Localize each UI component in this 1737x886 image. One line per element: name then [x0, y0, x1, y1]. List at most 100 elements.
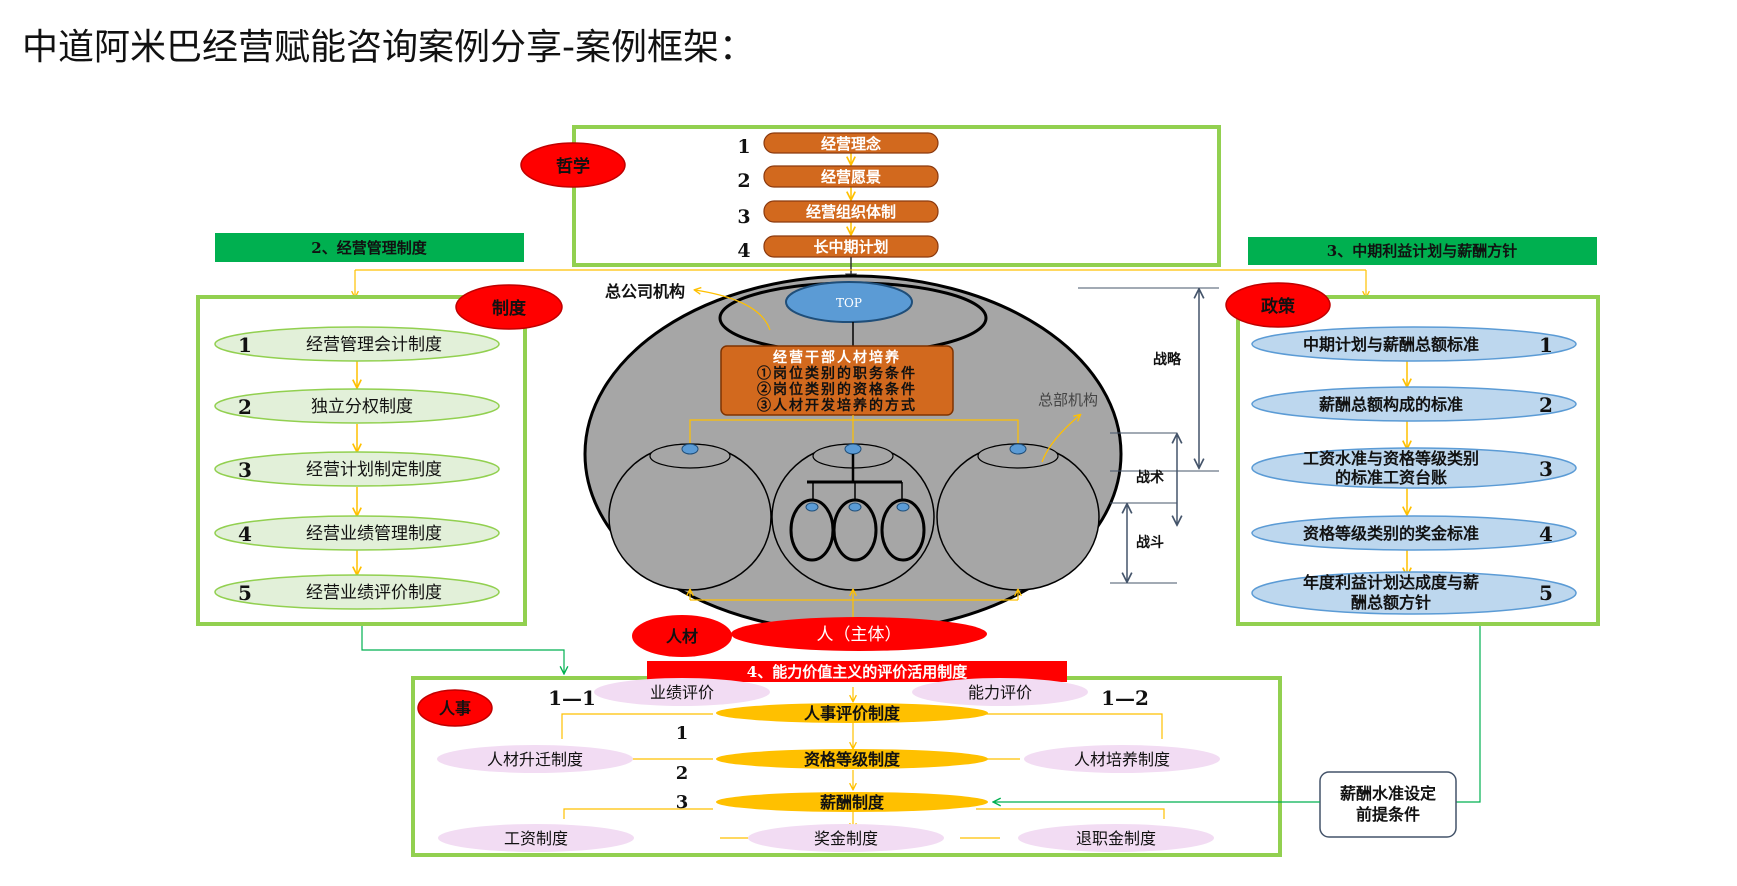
hq-label: 总公司机构: [605, 282, 685, 301]
philosophy-tag-label: 哲学: [556, 156, 590, 177]
division-center: [771, 443, 935, 591]
philosophy-item: 4 长中期计划: [737, 235, 939, 262]
training-line: 经营干部人材培养: [773, 349, 901, 366]
hr-center-num: 1: [676, 723, 689, 744]
org-section: TOP 总公司机构 经营干部人材培养 ①岗位类别的职务条件 ②岗位类别的资格条件…: [583, 274, 1123, 657]
hr-center-num: 2: [676, 763, 689, 784]
levels-bracket: 战略 战术 战斗: [1078, 287, 1219, 584]
system-to-hr-connector: [361, 626, 564, 673]
philosophy-item-num: 3: [737, 206, 750, 228]
system-item-label: 经营业绩评价制度: [306, 583, 442, 603]
system-item-label: 独立分权制度: [311, 397, 413, 417]
division-right: [936, 443, 1100, 591]
hq-label-pointer: [695, 290, 771, 331]
policy-to-note-connector: [1456, 626, 1481, 803]
promo-node: [437, 745, 633, 773]
policy-item-label: 资格等级类别的奖金标准: [1303, 524, 1479, 543]
hr-section: 4、能力价值主义的评价活用制度 人事 1—1 1—2 业绩评价 能力评价 人事评…: [411, 661, 1457, 857]
training-line: ②岗位类别的资格条件: [757, 381, 917, 398]
philosophy-item-label: 经营理念: [821, 135, 881, 153]
system-item-num: 4: [238, 522, 252, 546]
training-box: [720, 345, 954, 416]
philosophy-item-label: 经营组织体制: [806, 203, 896, 221]
hr-center-label: 资格等级制度: [804, 750, 901, 769]
policy-item-num: 1: [1539, 333, 1553, 357]
hr-header-bar: [647, 661, 1067, 682]
level-combat: 战斗: [1136, 534, 1164, 551]
policy-item: 年度利益计划达成度与薪 酬总额方针 5: [1251, 571, 1577, 615]
philosophy-item-num: 2: [737, 170, 750, 192]
hr-center-node: [716, 792, 988, 812]
wage-label: 工资制度: [504, 829, 568, 848]
hr-center-num: 3: [676, 792, 689, 813]
system-item: 3 经营计划制定制度: [214, 451, 500, 487]
policy-item-label-2: 酬总额方针: [1351, 593, 1431, 612]
level-strategy: 战略: [1153, 351, 1182, 368]
philosophy-item-label: 长中期计划: [813, 238, 888, 256]
training-line: ①岗位类别的职务条件: [757, 365, 917, 382]
ability-eval-node: [912, 678, 1088, 706]
wage-node: [438, 824, 634, 852]
subject-node: [731, 617, 987, 651]
cultivate-label: 人材培养制度: [1074, 750, 1170, 769]
division-left: [608, 443, 772, 591]
top-node: [785, 281, 913, 323]
perf-eval-node: [594, 678, 770, 706]
level-tactics: 战术: [1136, 469, 1164, 486]
system-item-num: 3: [238, 458, 252, 482]
philosophy-item: 3 经营组织体制: [737, 200, 939, 228]
hr-tag: [417, 689, 493, 727]
policy-item-num: 4: [1539, 522, 1553, 546]
hr-header: 4、能力价值主义的评价活用制度: [747, 663, 968, 681]
training-line: ③人材开发培养的方式: [757, 397, 917, 414]
pension-node: [1018, 824, 1214, 852]
dept-label: 总部机构: [1038, 391, 1098, 409]
philosophy-item-num: 4: [737, 240, 750, 262]
policy-header: 3、中期利益计划与薪酬方针: [1327, 242, 1517, 260]
policy-item: 资格等级类别的奖金标准 4: [1251, 515, 1577, 551]
system-item-num: 5: [238, 581, 252, 605]
system-item: 1 经营管理会计制度: [214, 326, 500, 362]
hr-center-node: [716, 703, 988, 723]
policy-item-label: 年度利益计划达成度与薪: [1303, 573, 1479, 592]
bonus-label: 奖金制度: [814, 829, 878, 848]
system-header: 2、经营管理制度: [311, 239, 427, 257]
system-tag-label: 制度: [492, 298, 527, 319]
system-item-label: 经营业绩管理制度: [306, 524, 442, 544]
system-item-label: 经营计划制定制度: [306, 460, 442, 480]
cultivate-node: [1024, 745, 1220, 773]
ability-eval-label: 能力评价: [968, 683, 1032, 702]
policy-item-label: 中期计划与薪酬总额标准: [1303, 335, 1479, 354]
philosophy-item-num: 1: [737, 136, 750, 158]
policy-item-num: 3: [1539, 457, 1553, 481]
policy-item-label-2: 的标准工资台账: [1335, 468, 1447, 487]
system-item-num: 1: [238, 333, 252, 357]
policy-header-bar: [1248, 237, 1597, 265]
hr-num-left: 1—1: [548, 686, 596, 710]
salary-note-line2: 前提条件: [1356, 805, 1420, 824]
salary-note-line1: 薪酬水准设定: [1340, 784, 1436, 803]
page-title: 中道阿米巴经营赋能咨询案例分享-案例框架：: [22, 27, 755, 68]
policy-item-label: 薪酬总额构成的标准: [1319, 395, 1463, 414]
philosophy-section: 哲学 1 经营理念 2 经营愿景 3 经营组织体制 4 长中期计划: [520, 125, 1221, 267]
policy-item: 工资水准与资格等级类别 的标准工资台账 3: [1251, 447, 1577, 489]
philosophy-item-label: 经营愿景: [821, 168, 881, 186]
dept-label-pointer: [1041, 415, 1080, 463]
system-item-label: 经营管理会计制度: [306, 335, 442, 355]
salary-note-box: [1319, 771, 1457, 838]
system-item: 5 经营业绩评价制度: [214, 574, 500, 610]
pension-label: 退职金制度: [1076, 829, 1156, 848]
philosophy-tag: [520, 142, 626, 188]
policy-item: 中期计划与薪酬总额标准 1: [1251, 326, 1577, 362]
philosophy-item: 2 经营愿景: [737, 165, 939, 192]
talent-tag: [632, 615, 732, 657]
policy-section: 3、中期利益计划与薪酬方针 政策 中期计划与薪酬总额标准 1 薪酬总额构成的标准…: [1225, 237, 1600, 803]
policy-item-label: 工资水准与资格等级类别: [1303, 449, 1479, 468]
promo-label: 人材升迁制度: [487, 750, 583, 769]
system-item-num: 2: [238, 395, 252, 419]
system-header-bar: [215, 233, 524, 262]
system-item: 4 经营业绩管理制度: [214, 515, 500, 551]
subject-label: 人（主体）: [817, 625, 902, 645]
top-label: TOP: [836, 296, 862, 310]
perf-eval-label: 业绩评价: [650, 683, 714, 702]
